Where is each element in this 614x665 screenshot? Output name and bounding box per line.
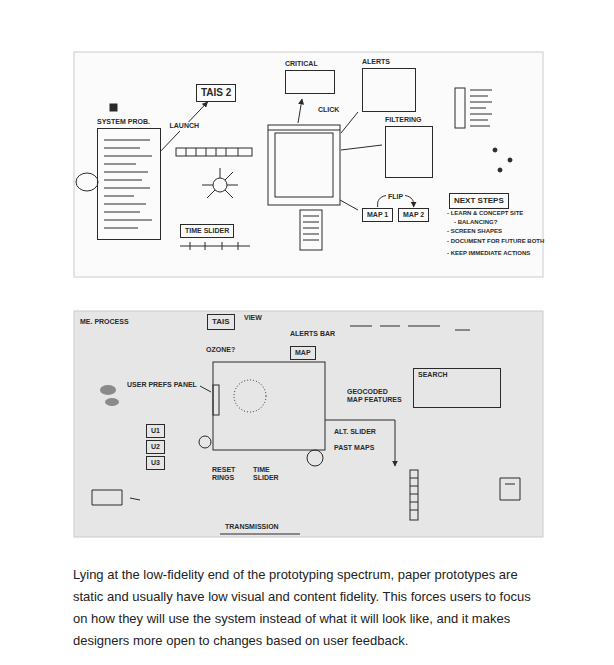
arrow-label: FLIP [386,193,405,201]
photo-frame [74,311,543,537]
sketch-stroke [104,140,152,228]
sketch-stroke [199,436,211,448]
sketch-box: FILTERING [385,116,433,178]
pencil-shading [100,385,119,406]
handwritten-label: U1 [151,427,160,435]
sketch-stroke [213,362,325,450]
sketch-stroke [268,130,340,131]
sketch-stroke [325,420,395,466]
sketch-stroke [186,148,238,156]
handwritten-note: CLICK [318,106,339,114]
handwritten-label: FILTERING [385,116,433,124]
sketch-box: NEXT STEPS [449,193,509,209]
arrow-label: LAUNCH [168,122,202,130]
handwritten-note: GEOCODED MAP FEATURES [347,388,402,405]
sketch-box: U2 [146,440,165,454]
handwritten-label: ALERTS [362,58,416,66]
sketch-stroke [100,385,116,395]
sketch-arrow [161,102,208,151]
sketch-stroke [220,534,300,535]
handwritten-note: ALERTS BAR [290,330,335,338]
box-outline [97,128,161,240]
handwritten-note: TIME SLIDER [253,466,289,483]
box-outline [285,70,335,94]
sketch-stroke [341,112,358,133]
sketch-box: U3 [146,456,165,470]
sketch-stroke [213,178,227,192]
sketch-stroke [92,490,140,505]
handwritten-label: CRITICAL [285,60,335,68]
handwritten-label: MAP 2 [403,211,424,219]
sketch-stroke [268,125,340,205]
sketch-stroke [470,90,492,126]
sketch-stroke [498,168,502,172]
sketch-stroke [303,216,319,240]
handwritten-note: - BALANCING? [454,219,497,226]
sketch-stroke [234,380,266,412]
handwritten-label: SEARCH [418,371,496,379]
sketch-box: MAP [290,346,316,360]
sketch-stroke [180,242,250,250]
box-outline [362,68,416,112]
handwritten-note: RESET RINGS [212,466,246,483]
handwritten-note: USER PREFS PANEL [127,381,197,389]
handwritten-label: TAIS 2 [201,87,231,99]
sketch-stroke [493,148,497,152]
sketch-stroke [176,148,252,156]
handwritten-note: ME. PROCESS [80,318,129,326]
sketch-box: TAIS [207,314,235,330]
handwritten-note: TRANSMISSION [225,523,279,531]
handwritten-note: ALT. SLIDER [334,428,376,436]
sketch-box: MAP 1 [362,208,393,222]
handwritten-note: - DOCUMENT FOR FUTURE BOTH [447,238,544,245]
handwritten-note: VIEW [244,314,262,322]
sketch-stroke [340,200,358,210]
sketch-stroke [350,326,470,330]
handwritten-note: - KEEP IMMEDIATE ACTIONS [447,250,530,257]
handwritten-label: MAP 1 [367,211,388,219]
sketch-box: SYSTEM PROB. [97,118,161,240]
handwritten-note: OZONE? [206,346,235,354]
sketch-stroke [410,478,418,510]
sketch-stroke [298,99,302,123]
handwritten-note: - LEARN & CONCEPT SITE [447,210,523,217]
sketch-stroke [341,145,382,150]
handwritten-label: NEXT STEPS [454,196,504,206]
handwritten-label: TAIS [212,317,230,327]
sketch-stroke [200,386,211,392]
sketch-box: U1 [146,424,165,438]
sketch-stroke [110,104,117,111]
pencil-sketch [76,88,520,534]
sketch-stroke [455,88,465,128]
caption-text: Lying at the low-fidelity end of the pro… [73,564,545,652]
sketch-box: TAIS 2 [196,84,236,102]
sketch-stroke [76,173,98,191]
sketch-box: SEARCH [413,368,501,408]
sketch-stroke [410,470,418,520]
sketch-stroke [213,385,219,415]
handwritten-label: U3 [151,459,160,467]
sketch-stroke [508,158,512,162]
handwritten-note: - SCREEN SHAPES [447,228,502,235]
sketch-stroke [300,210,322,250]
handwritten-label: SYSTEM PROB. [97,118,161,126]
sketch-box: TIME SLIDER [180,224,234,238]
sketch-box: CRITICAL [285,60,335,94]
handwritten-label: MAP [295,349,311,357]
sketch-box: MAP 2 [398,208,429,222]
sketch-box: ALERTS [362,58,416,112]
sketch-stroke [105,398,119,406]
sketch-stroke [307,450,323,466]
handwritten-note: PAST MAPS [334,444,374,452]
box-outline [385,126,433,178]
handwritten-label: U2 [151,443,160,451]
handwritten-label: TIME SLIDER [185,227,229,235]
sketch-stroke [202,168,238,198]
sketch-stroke [500,478,520,500]
sketch-stroke [275,133,333,197]
